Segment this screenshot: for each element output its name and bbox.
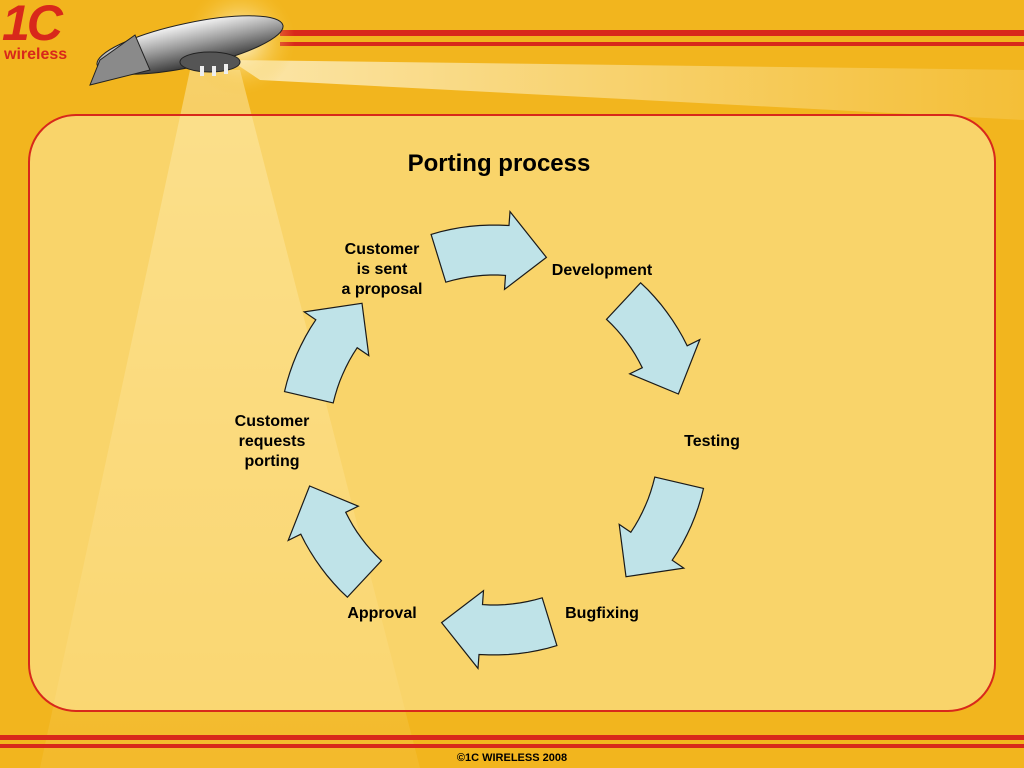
stage-label: Customer requests porting [234,413,310,470]
cycle-arrow [618,476,705,578]
footer-copyright: ©1C WIRELESS 2008 [456,752,568,764]
cycle-arrow [287,485,383,599]
logo-word: wireless [4,46,68,63]
cycle-arrow [283,302,370,404]
logo-mark: 1C [2,0,63,51]
brand-logo: 1C wireless [0,0,100,70]
stage-label: Development [551,262,653,279]
stage-label: Bugfixing [565,605,639,622]
slide-title: Porting process [407,150,591,177]
cycle-arrow [430,210,548,291]
stage-label: Customer is sent a proposal [341,241,423,298]
stage-label: Approval [347,605,417,622]
cycle-arrow [605,281,701,395]
stage-label: Testing [684,433,740,450]
cycle-arrow [440,589,558,670]
